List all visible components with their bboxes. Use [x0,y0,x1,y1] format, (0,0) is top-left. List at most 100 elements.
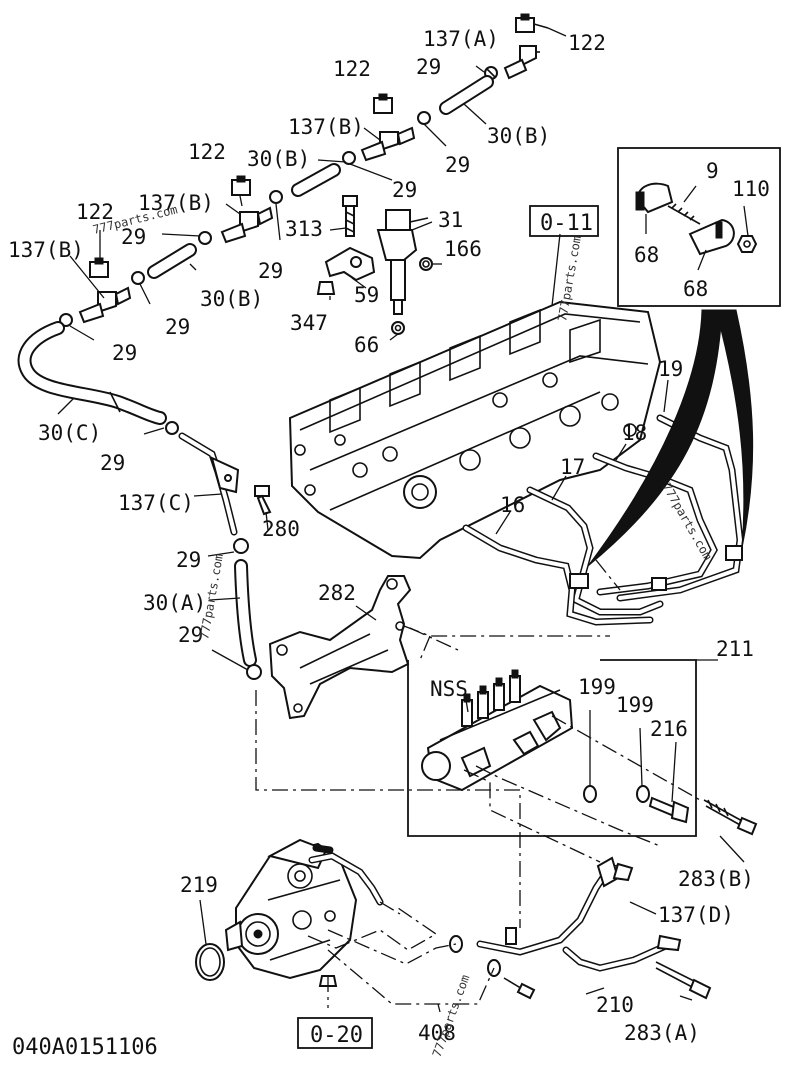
callout-283a[interactable]: 283(A) [624,1021,700,1045]
connector-122-c[interactable] [231,175,251,196]
callout-122-b[interactable]: 122 [333,57,371,81]
pipe-17[interactable] [526,486,664,616]
o-ring-219[interactable] [195,943,225,981]
callout-137a[interactable]: 137(A) [423,27,499,51]
clamp-59[interactable] [324,246,376,282]
callout-30b-2[interactable]: 30(B) [247,147,310,171]
hose-30c[interactable] [17,321,167,425]
callout-19[interactable]: 19 [658,357,683,381]
callout-16[interactable]: 16 [500,493,525,517]
callout-137b-2[interactable]: 137(B) [138,191,214,215]
callout-137b-1[interactable]: 137(B) [288,115,364,139]
callout-137d[interactable]: 137(D) [658,903,734,927]
clip-29-g[interactable] [131,271,145,285]
callout-29-e[interactable]: 29 [258,259,283,283]
bolt-283b[interactable] [703,799,758,836]
callout-122-d[interactable]: 122 [76,200,114,224]
callout-68-b[interactable]: 68 [683,277,708,301]
bolt-9[interactable] [667,203,701,225]
washer-66[interactable] [391,321,405,335]
callout-30b-3[interactable]: 30(B) [200,287,263,311]
callout-17[interactable]: 17 [560,455,585,479]
clip-29-b[interactable] [417,111,431,125]
group-ref-upper[interactable]: 0-11 [529,205,599,237]
callout-30c[interactable]: 30(C) [38,421,101,445]
washer-199-b[interactable] [636,785,650,803]
callout-29-j[interactable]: 29 [178,623,203,647]
connector-122-d[interactable] [89,257,109,278]
bolt-313[interactable] [342,195,358,237]
connector-122-top[interactable] [515,13,549,33]
pipe-16[interactable] [462,524,654,626]
callout-29-i[interactable]: 29 [176,548,201,572]
callout-408[interactable]: 408 [418,1021,456,1045]
callout-282[interactable]: 282 [318,581,356,605]
callout-29-b[interactable]: 29 [445,153,470,177]
nut-110[interactable] [736,235,758,253]
hose-30a[interactable] [234,559,257,667]
callout-29-f[interactable]: 29 [165,315,190,339]
hose-30b-low[interactable] [147,243,197,279]
joint-137b-3[interactable] [78,286,132,324]
connector-122-b[interactable] [373,93,393,114]
clip-29-k[interactable] [246,664,262,680]
callout-31[interactable]: 31 [438,208,463,232]
callout-347[interactable]: 347 [290,311,328,335]
fitting-pump-outlet[interactable] [505,927,517,945]
bolt-280[interactable] [254,485,272,516]
clip-29-h[interactable] [59,313,73,327]
clamp-68-a[interactable] [635,182,674,214]
hose-30b-top[interactable] [439,75,494,115]
clip-29-f[interactable] [198,231,212,245]
callout-29-a[interactable]: 29 [416,55,441,79]
common-rail[interactable] [421,669,574,792]
callout-280[interactable]: 280 [262,517,300,541]
callout-30a[interactable]: 30(A) [143,591,206,615]
injector-31[interactable] [376,209,429,315]
high-pressure-pump[interactable] [224,838,384,980]
callout-18[interactable]: 18 [622,421,647,445]
callout-66[interactable]: 66 [354,333,379,357]
callout-68-a[interactable]: 68 [634,243,659,267]
cylinder-head[interactable] [288,300,662,560]
callout-137c[interactable]: 137(C) [118,491,194,515]
joint-137a[interactable] [503,45,540,80]
callout-122-top[interactable]: 122 [568,31,606,55]
hose-30b-mid[interactable] [291,163,341,197]
callout-199-a[interactable]: 199 [578,675,616,699]
callout-110[interactable]: 110 [732,177,770,201]
clip-29-i[interactable] [165,421,179,435]
callout-211[interactable]: 211 [716,637,754,661]
callout-122-c[interactable]: 122 [188,140,226,164]
pipe-19[interactable] [616,414,744,602]
callout-137b-3[interactable]: 137(B) [8,238,84,262]
callout-29-c[interactable]: 29 [392,178,417,202]
callout-29-d[interactable]: 29 [121,225,146,249]
callout-9[interactable]: 9 [706,159,719,183]
callout-283b[interactable]: 283(B) [678,867,754,891]
callout-199-b[interactable]: 199 [616,693,654,717]
group-ref-lower[interactable]: 0-20 [297,1017,373,1049]
joint-137b-2[interactable] [220,206,274,244]
clip-29-d[interactable] [269,190,283,204]
clamp-68-b[interactable] [688,218,735,256]
washer-199-a[interactable] [583,785,597,803]
bracket-282[interactable] [268,575,412,720]
callout-210[interactable]: 210 [596,993,634,1017]
pipe-210[interactable] [562,934,682,972]
callout-nss[interactable]: NSS [430,677,468,701]
pipe-137c[interactable] [178,432,240,536]
callout-59[interactable]: 59 [354,283,379,307]
joint-137b-1[interactable] [360,126,416,162]
callout-313[interactable]: 313 [285,217,323,241]
callout-166[interactable]: 166 [444,237,482,261]
callout-30b-1[interactable]: 30(B) [487,124,550,148]
callout-29-h[interactable]: 29 [100,451,125,475]
callout-29-g[interactable]: 29 [112,341,137,365]
rail-feed-pipe-137d[interactable] [476,856,634,956]
bolt-pump-408[interactable] [503,977,536,1000]
o-ring-166[interactable] [419,257,433,271]
clip-29-j[interactable] [233,538,249,554]
bolt-283a[interactable] [655,961,712,1000]
callout-219[interactable]: 219 [180,873,218,897]
